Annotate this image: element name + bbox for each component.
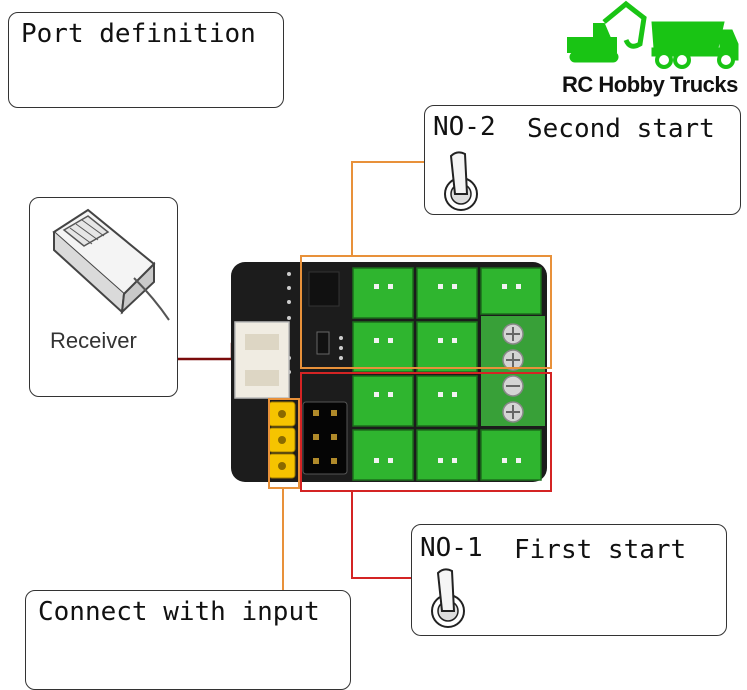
brand-logo: RC Hobby Trucks xyxy=(560,0,747,100)
circuit-board xyxy=(231,262,547,482)
input-label: Connect with input xyxy=(38,597,320,627)
port-definition-box: Port definition xyxy=(8,12,284,108)
brand-name: RC Hobby Trucks xyxy=(562,72,738,97)
no1-description: First start xyxy=(514,535,687,565)
input-box: Connect with input xyxy=(25,590,351,690)
no2-description: Second start xyxy=(527,114,715,144)
no1-label: NO-1 xyxy=(420,533,483,563)
input-highlight-frame xyxy=(268,398,300,489)
page-title: Port definition xyxy=(21,19,256,49)
no2-label: NO-2 xyxy=(433,112,496,142)
receiver-icon xyxy=(52,208,170,321)
no1-box: NO-1 First start xyxy=(411,524,727,636)
receiver-box: Receiver xyxy=(29,197,178,397)
excavator-icon xyxy=(567,0,647,63)
toggle-switch-icon xyxy=(431,568,465,628)
no1-highlight-frame xyxy=(300,372,552,492)
receiver-label: Receiver xyxy=(50,328,137,353)
toggle-switch-icon xyxy=(444,151,478,211)
dump-truck-icon xyxy=(651,21,739,69)
no2-highlight-frame xyxy=(300,255,552,369)
no2-box: NO-2 Second start xyxy=(424,105,741,215)
